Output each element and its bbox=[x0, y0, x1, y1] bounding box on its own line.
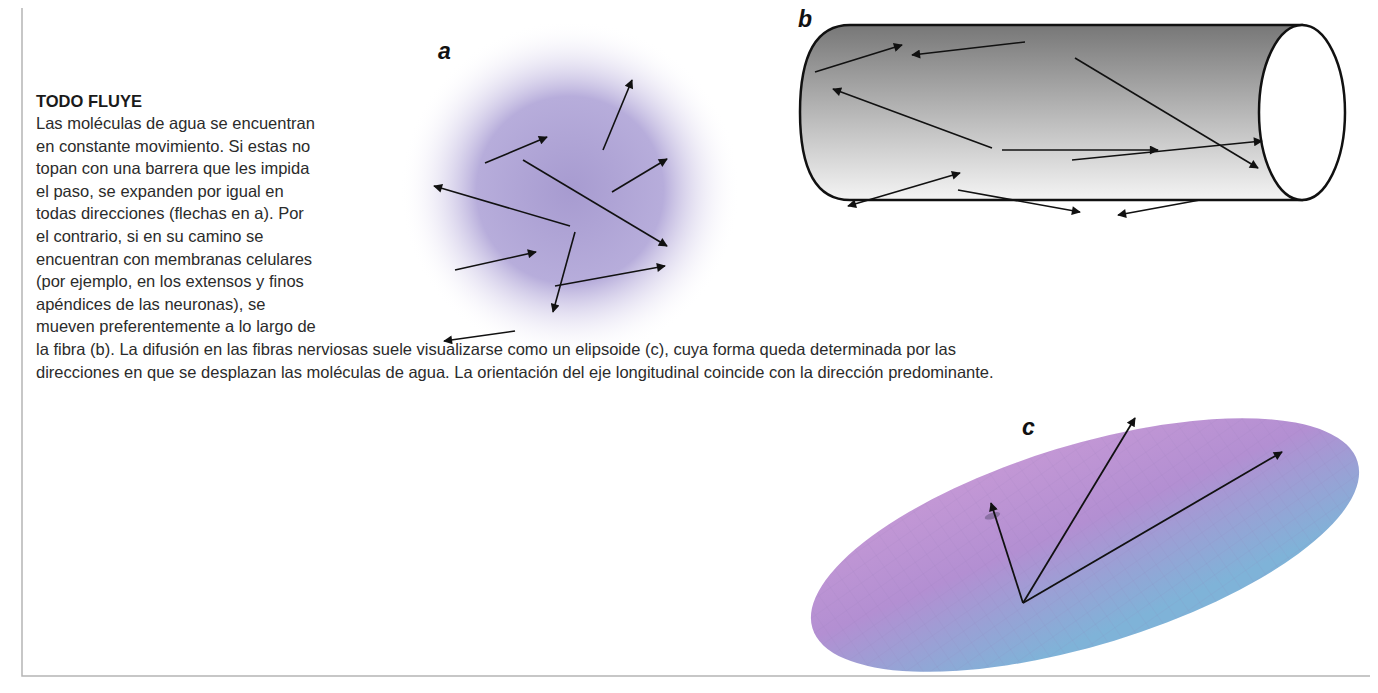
text-spacer bbox=[321, 90, 1021, 322]
diffusion-arrows-b bbox=[815, 42, 1262, 215]
diffusion-arrows-a bbox=[434, 80, 667, 341]
ellipsoid-axes bbox=[991, 418, 1282, 603]
figure-caption: Las moléculas de agua se encuentran en c… bbox=[36, 112, 1021, 383]
isotropic-cloud bbox=[400, 20, 740, 360]
text-column: TODO FLUYELas moléculas de agua se encue… bbox=[36, 90, 1021, 383]
figure-title: TODO FLUYE bbox=[36, 90, 1021, 112]
panel-letter: c bbox=[1022, 416, 1035, 439]
panel-letter: a bbox=[438, 40, 451, 63]
diffusion-ellipsoid bbox=[783, 366, 1378, 693]
fibre-cylinder bbox=[800, 25, 1345, 200]
panel-letter: b bbox=[798, 8, 812, 31]
